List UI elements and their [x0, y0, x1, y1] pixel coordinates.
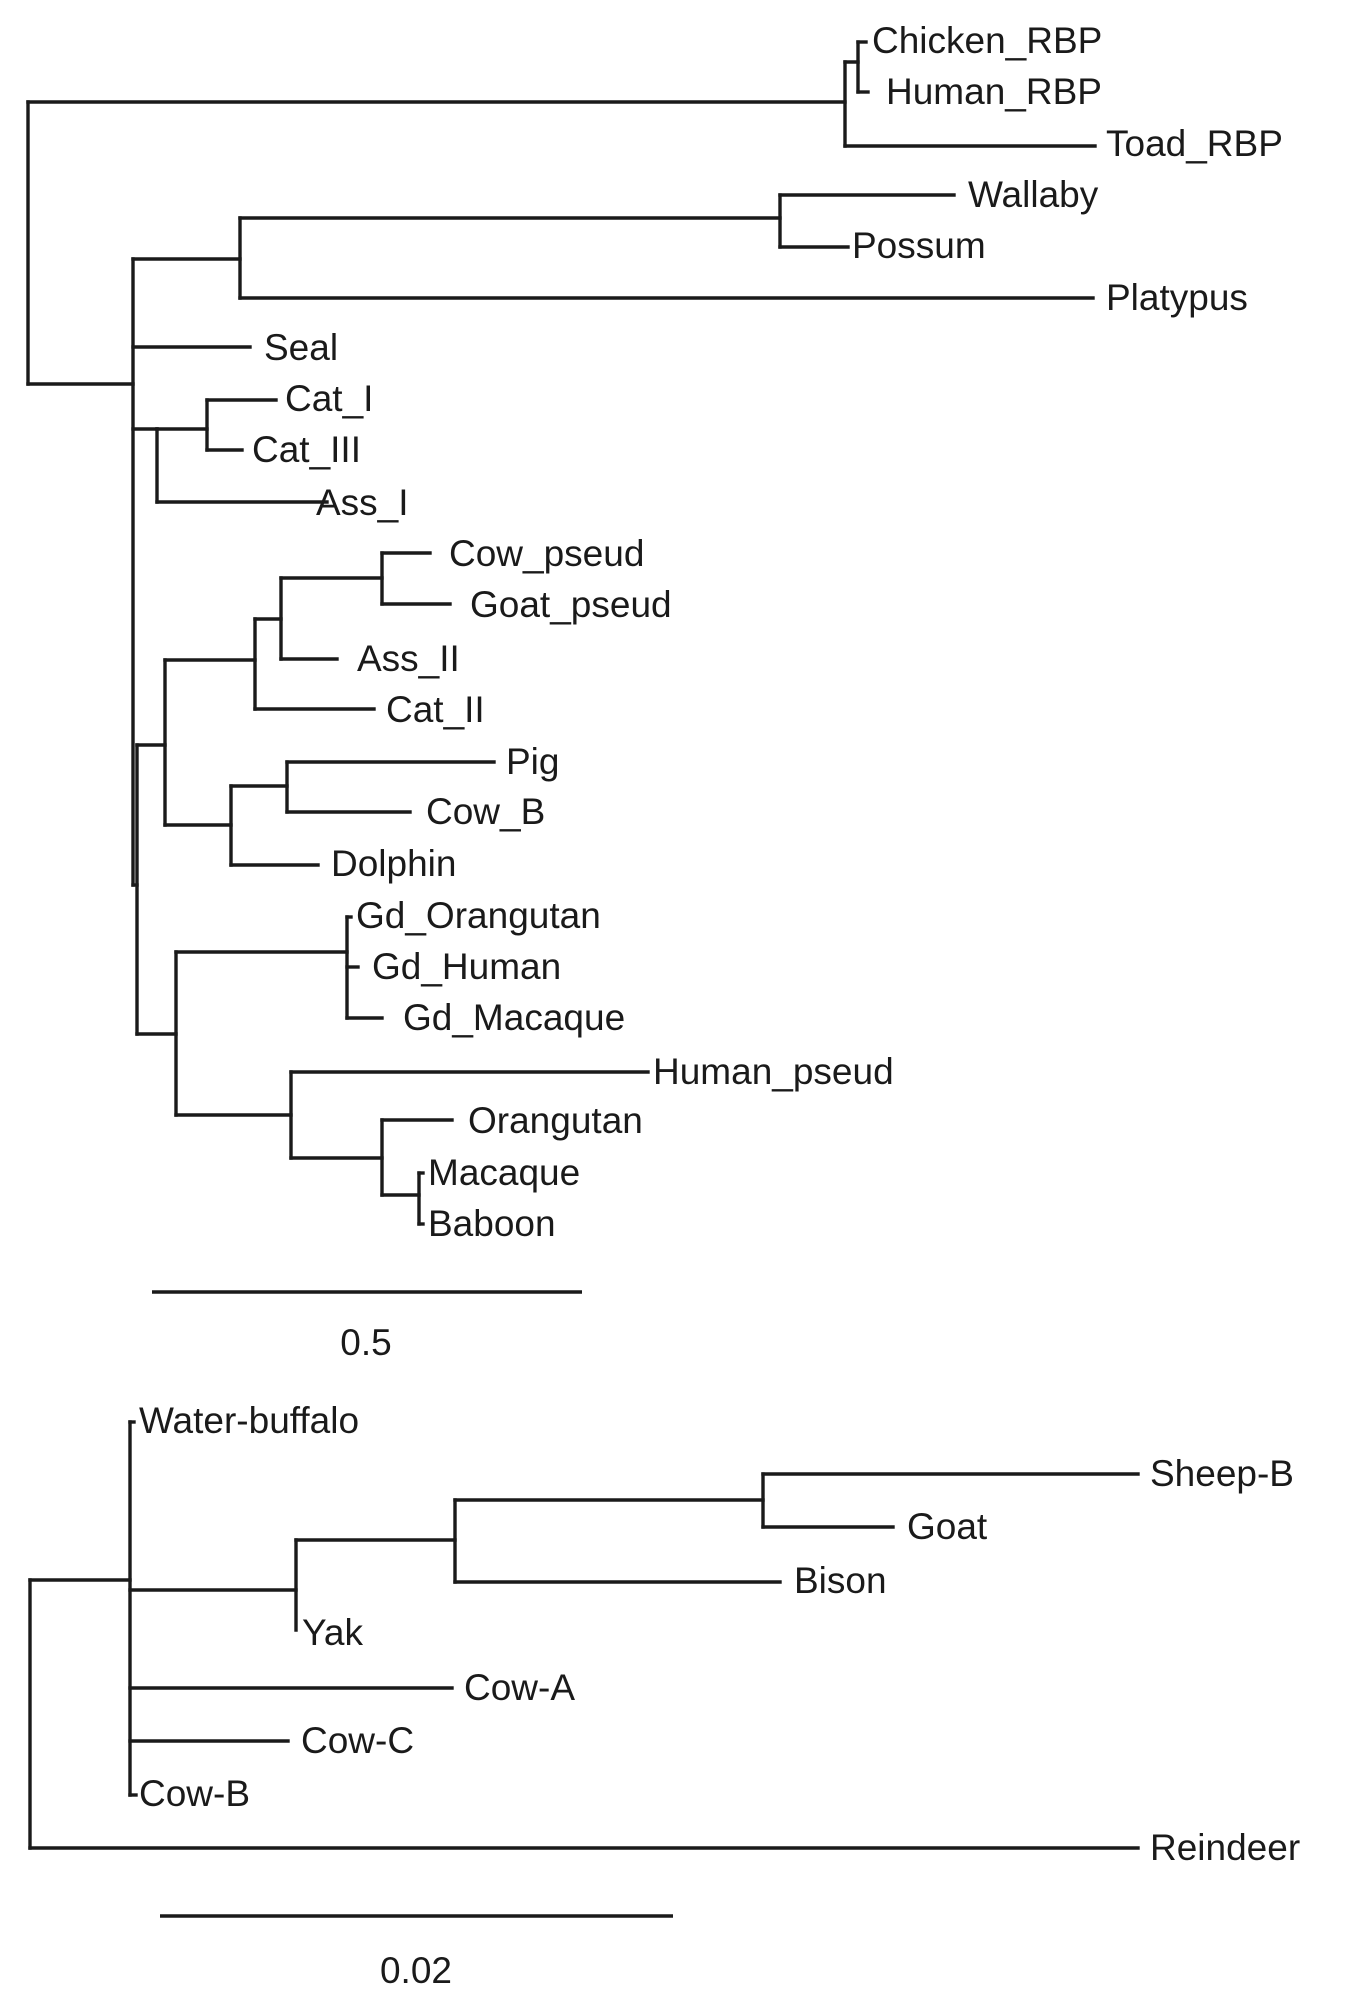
leaf-label-cat-iii: Cat_III [252, 429, 361, 470]
leaf-label-goat: Goat [907, 1506, 988, 1547]
leaf-label-toad-rbp: Toad_RBP [1106, 123, 1283, 164]
leaf-label-gd-human: Gd_Human [372, 946, 561, 987]
leaf-label-sheep-b: Sheep-B [1150, 1453, 1294, 1494]
leaf-label-macaque: Macaque [428, 1152, 580, 1193]
leaf-label-dolphin: Dolphin [331, 843, 456, 884]
leaf-label-cat-i: Cat_I [285, 378, 373, 419]
leaf-label-gd-macaque: Gd_Macaque [403, 997, 625, 1038]
tree-bottom: 0.02 Water-buffalo Sheep-B Goat Bison Ya… [28, 1400, 1300, 1991]
tree-top: 0.5 Chicken_RBP Human_RBP Toad_RBP Walla… [26, 20, 1283, 1363]
leaf-label-platypus: Platypus [1106, 277, 1248, 318]
leaf-label-pig: Pig [506, 741, 559, 782]
leaf-label-bison: Bison [794, 1560, 887, 1601]
leaf-label-cow-b-bottom: Cow-B [139, 1773, 250, 1814]
leaf-label-ass-i: Ass_I [316, 482, 409, 523]
leaf-label-gd-orangutan: Gd_Orangutan [356, 895, 601, 936]
leaf-label-human-pseud: Human_pseud [653, 1051, 894, 1092]
scale-bar-top-label: 0.5 [340, 1322, 391, 1363]
scale-bar-bottom-label: 0.02 [380, 1950, 452, 1991]
leaf-label-seal: Seal [264, 327, 338, 368]
leaf-label-yak: Yak [302, 1612, 364, 1653]
leaf-label-ass-ii: Ass_II [357, 638, 460, 679]
leaf-label-possum: Possum [852, 225, 986, 266]
leaf-label-water-buffalo: Water-buffalo [139, 1400, 359, 1441]
leaf-label-orangutan: Orangutan [468, 1100, 643, 1141]
leaf-label-chicken-rbp: Chicken_RBP [872, 20, 1102, 61]
leaf-label-cat-ii: Cat_II [386, 689, 485, 730]
leaf-label-baboon: Baboon [428, 1203, 556, 1244]
leaf-label-cow-a: Cow-A [464, 1667, 575, 1708]
leaf-label-goat-pseud: Goat_pseud [470, 584, 672, 625]
leaf-label-cow-pseud: Cow_pseud [449, 533, 644, 574]
leaf-label-human-rbp: Human_RBP [886, 71, 1102, 112]
leaf-label-cow-b: Cow_B [426, 791, 545, 832]
leaf-label-cow-c: Cow-C [301, 1720, 414, 1761]
leaf-label-wallaby: Wallaby [968, 174, 1099, 215]
leaf-label-reindeer: Reindeer [1150, 1827, 1300, 1868]
